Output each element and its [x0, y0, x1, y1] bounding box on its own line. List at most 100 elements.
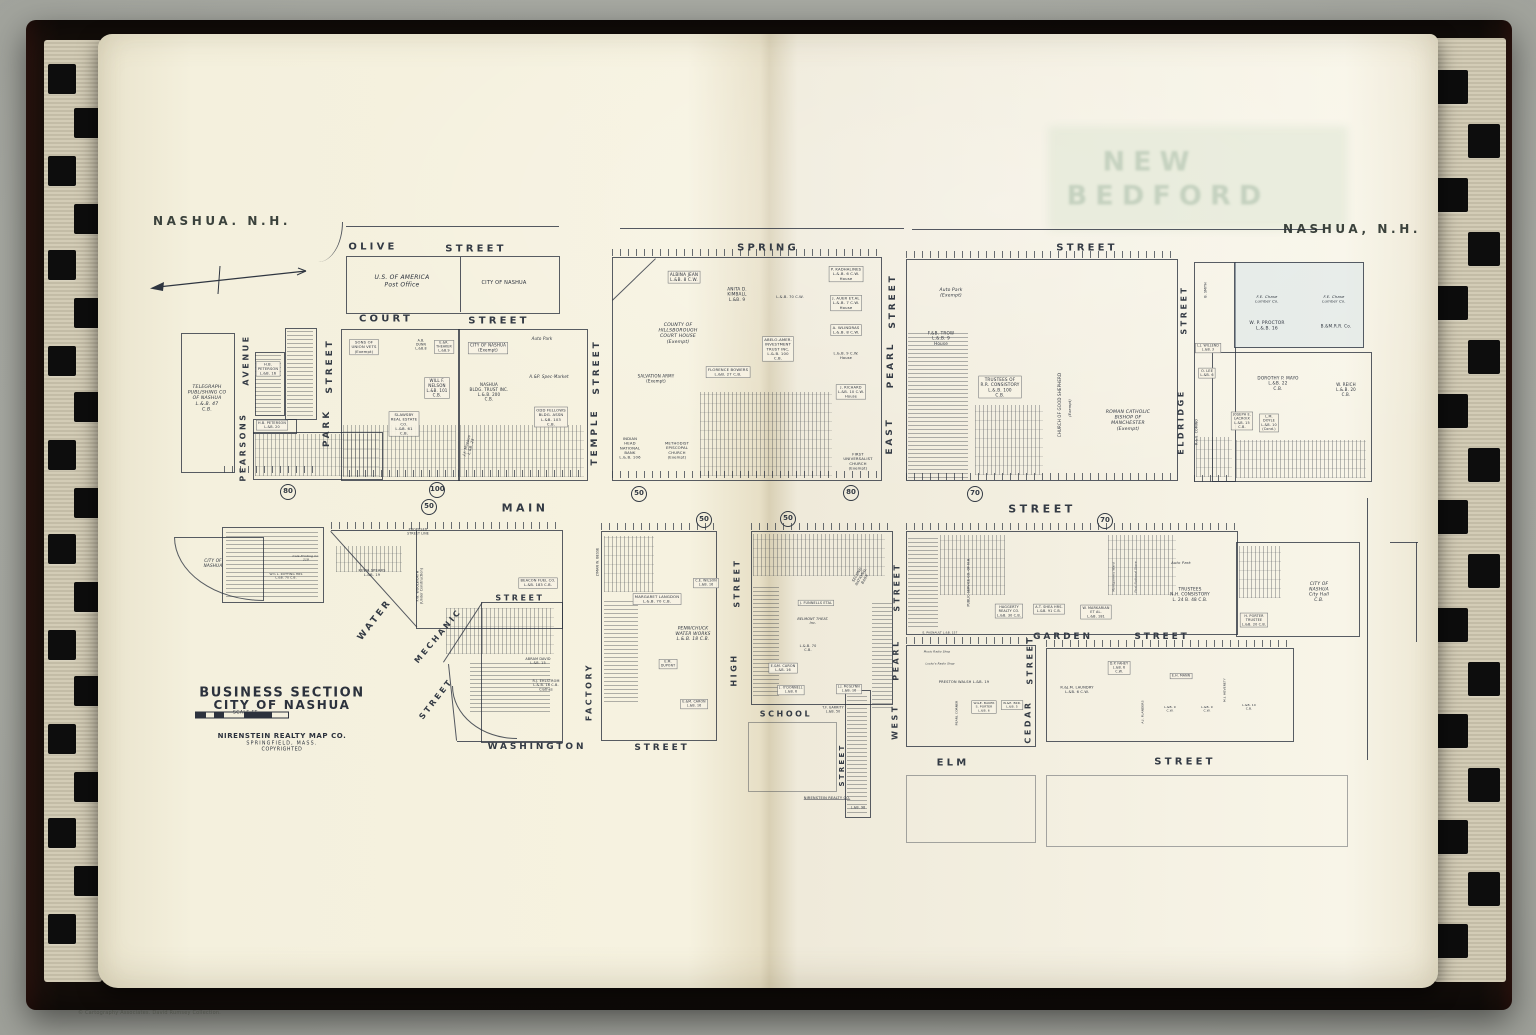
parcel-label: PUBLIC SERVICE CO. OF N.H.	[966, 557, 971, 607]
hatch-texture	[753, 534, 885, 576]
parcel-label: B. SMITH	[1203, 282, 1208, 298]
page-edge-tab	[1436, 394, 1468, 428]
lot-ticks	[224, 466, 320, 473]
page-edge-tab	[74, 772, 102, 802]
street-label: GARDEN	[1033, 632, 1093, 642]
publisher-address: SPRINGFIELD, MASS.	[246, 741, 318, 747]
parcel-label: LYMAN W. BESSE	[595, 547, 600, 577]
hatch-texture	[470, 660, 550, 712]
scale-circle: 50	[696, 512, 712, 528]
parcel-outline	[255, 352, 285, 416]
street-label: STREET	[892, 562, 902, 612]
page-edge-tab	[74, 866, 102, 896]
page-edge-tab	[48, 250, 76, 280]
lot-ticks	[601, 523, 715, 530]
street-label: STREET	[1179, 285, 1189, 335]
north-arrow-icon	[150, 265, 307, 295]
scale-circle: 80	[843, 485, 859, 501]
parcel-label: CITY OF NASHUA	[481, 279, 527, 286]
page-edge-tab	[74, 488, 102, 518]
lot-ticks	[331, 522, 561, 529]
parcel-label: F.W. WOOLWORTH(Under Construction)	[415, 567, 424, 605]
hatch-texture	[700, 392, 832, 476]
copyright-note: COPYRIGHTED	[261, 747, 303, 753]
show-through-band	[1048, 126, 1348, 230]
parcel-outline	[346, 256, 560, 314]
street-label: STREET	[468, 315, 530, 327]
street-label: CEDAR	[1023, 700, 1033, 744]
parcel-label: NIRENSTEIN REALTY CO.	[803, 795, 851, 800]
page-edge-tab	[1436, 924, 1468, 958]
parcel-outline	[253, 432, 383, 480]
parcel-label: Montgomery Ward	[1112, 562, 1116, 592]
parcel-label: PRESTON WALSH L.&B. 19	[938, 679, 990, 684]
publisher: NIRENSTEIN REALTY MAP CO.	[217, 732, 347, 740]
map-title-line2: CITY OF NASHUA	[213, 698, 351, 712]
page-edge-tab	[48, 914, 76, 944]
show-through-text-line2: BEDFORD	[1066, 180, 1270, 212]
street-label: STREET	[325, 338, 335, 394]
street-label: STREET	[1056, 242, 1118, 254]
parcel-label: W.&E. BKR.L.&B. 5	[1001, 700, 1023, 710]
street-label: SPRING	[737, 242, 799, 254]
street-line	[912, 229, 1324, 230]
hatch-texture	[446, 608, 554, 654]
parcel-label: A.T. SHEA HRS.L.&B. 91 C.B.	[1033, 603, 1065, 615]
parcel-label: E. PAGNAULT L.&B. 157	[922, 631, 958, 635]
street-line	[460, 257, 461, 312]
page-edge-tab	[1436, 714, 1468, 748]
hatch-texture	[226, 531, 318, 597]
parcel-outline	[285, 328, 317, 420]
parcel-label: PEARL CORNER	[955, 700, 959, 726]
map-title-line1: BUSINESS SECTION	[199, 685, 365, 701]
lot-ticks	[906, 637, 1034, 644]
parcel-label: Auto Park	[531, 336, 553, 342]
page-edge-tab	[1468, 872, 1500, 906]
parcel-outline	[906, 531, 1238, 635]
page-edge-tab	[1436, 178, 1468, 212]
page-edge-tab	[1436, 286, 1468, 320]
parcel-label: Cole Printing Co.219	[292, 554, 320, 562]
parcel-label: BELMONT THEAT.Inc.	[797, 616, 829, 625]
parcel-outline	[416, 530, 563, 629]
street-label: SCHOOL	[759, 709, 813, 719]
street-label: STREET	[592, 339, 602, 395]
street-label: STREET	[1134, 632, 1190, 642]
page-edge-tab	[1468, 662, 1500, 696]
parcel-label: E.M.DUPONT	[658, 659, 678, 669]
hatch-texture	[255, 434, 379, 476]
parcel-outline	[1236, 542, 1360, 637]
parcel-label: E.H. MANN	[1169, 673, 1193, 679]
hatch-texture	[1108, 535, 1176, 595]
parcel-label: Lucky's Radio Shop	[925, 662, 955, 666]
hatch-texture	[753, 584, 779, 696]
street-label: TEMPLE	[590, 408, 600, 466]
page-edge-tab	[74, 676, 102, 706]
parcel-label: R.&.S. COMINO	[1194, 419, 1199, 445]
street-label: FACTORY	[584, 662, 594, 722]
parcel-outline	[748, 722, 837, 792]
hatch-texture	[940, 535, 1005, 595]
street-label: STREET	[1025, 635, 1035, 685]
